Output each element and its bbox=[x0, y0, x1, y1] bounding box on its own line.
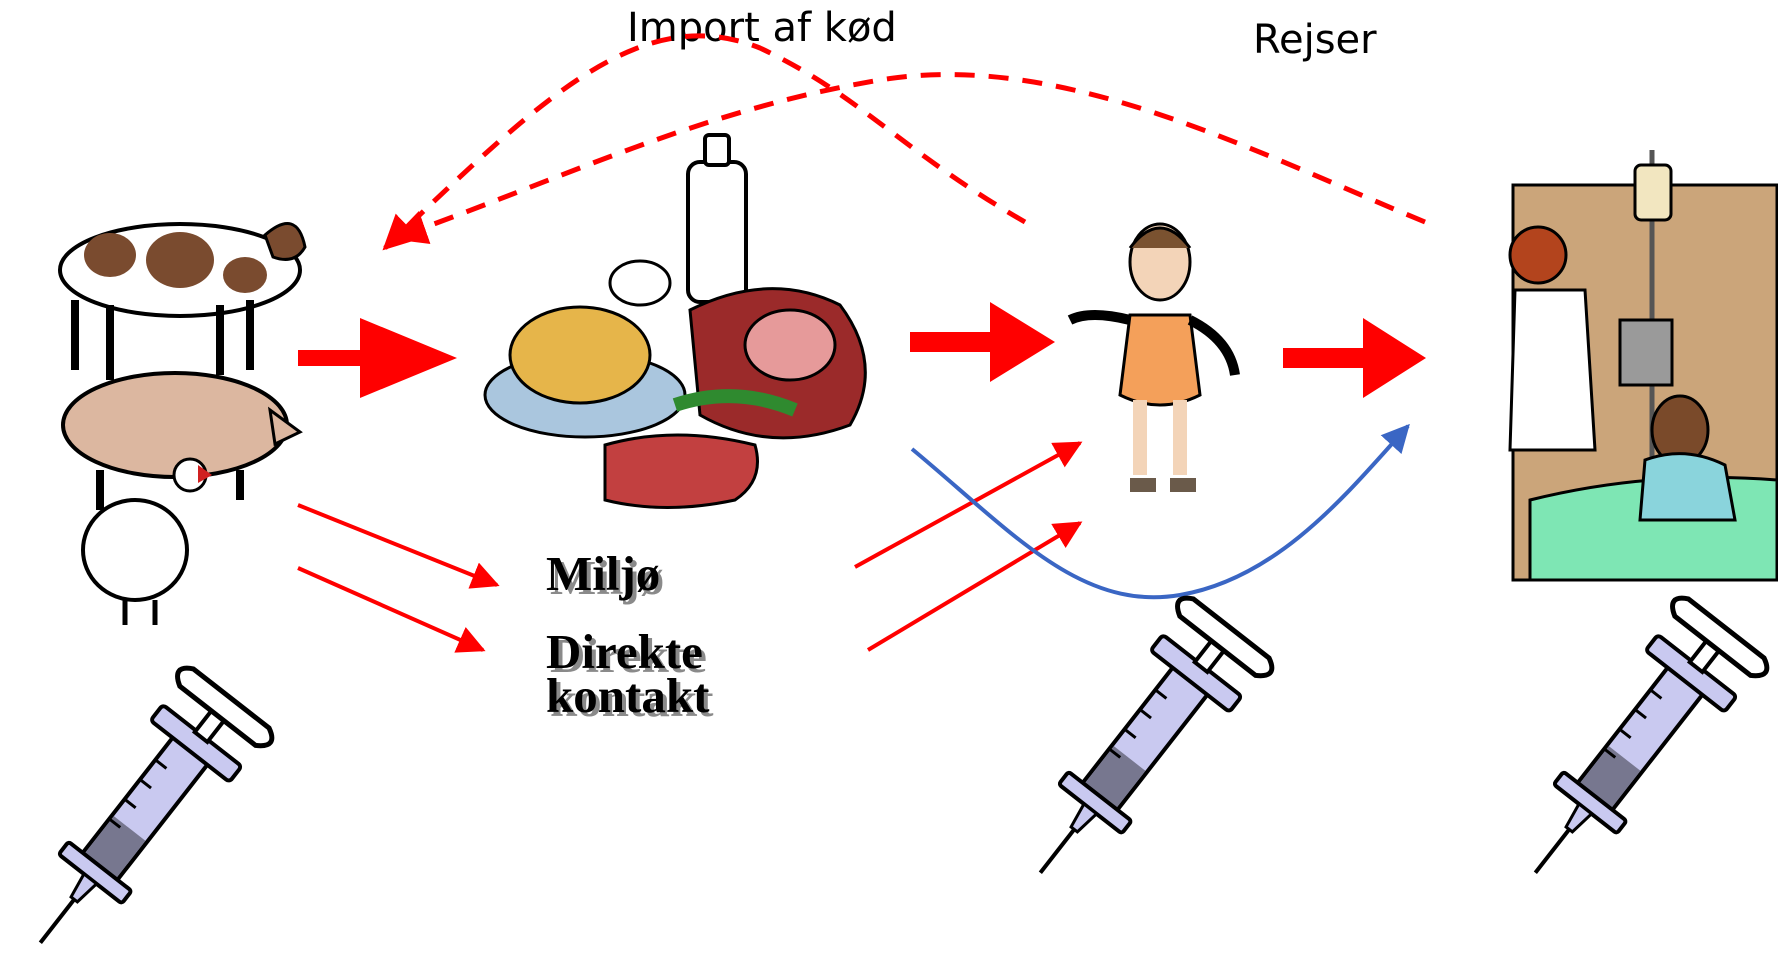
syringe-icon bbox=[1490, 593, 1772, 909]
arrow-food-to-hospital-blue bbox=[910, 423, 1410, 600]
import-label: Import af kød bbox=[627, 5, 897, 51]
environment-label: Miljø Miljø bbox=[546, 546, 664, 605]
arrow-animals-to-food bbox=[298, 318, 457, 398]
svg-text:Direkte: Direkte bbox=[546, 624, 703, 679]
travel-label: Rejser bbox=[1253, 17, 1377, 63]
travel-dashed-arrow bbox=[391, 72, 1426, 245]
child-icon bbox=[1067, 222, 1240, 492]
syringe-icon bbox=[0, 663, 277, 963]
svg-text:kontakt: kontakt bbox=[550, 672, 714, 727]
svg-text:Miljø: Miljø bbox=[550, 550, 664, 605]
syringe-icon bbox=[995, 593, 1277, 909]
arrow-food-to-child bbox=[910, 302, 1055, 382]
arrow-direct-to-child bbox=[866, 521, 1083, 652]
arrow-animals-to-environment bbox=[297, 503, 500, 589]
arrow-environment-to-child bbox=[854, 441, 1083, 569]
farm-animals-icon bbox=[58, 222, 307, 625]
arrow-animals-to-direct bbox=[297, 566, 486, 653]
arrow-child-to-hospital bbox=[1283, 318, 1426, 398]
svg-text:kontakt: kontakt bbox=[546, 668, 710, 723]
food-icon bbox=[483, 133, 867, 509]
direct-contact-label: Direkte Direkte kontakt kontakt bbox=[546, 624, 714, 727]
import-dashed-arrow bbox=[382, 33, 1027, 251]
hospital-icon bbox=[1508, 150, 1778, 582]
svg-text:Miljø: Miljø bbox=[546, 546, 660, 601]
svg-text:Direkte: Direkte bbox=[550, 628, 707, 683]
